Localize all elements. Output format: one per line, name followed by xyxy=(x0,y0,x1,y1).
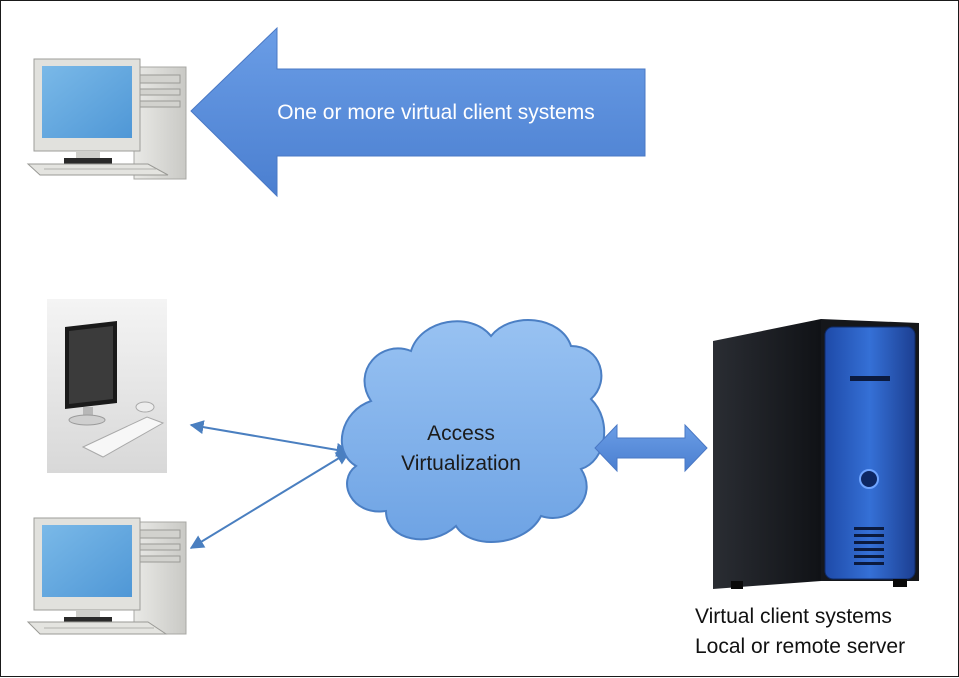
server-caption: Virtual client systems Local or remote s… xyxy=(695,602,957,662)
cloud-label-line1: Access xyxy=(427,422,495,445)
double-block-arrow xyxy=(594,423,708,473)
big-left-arrow xyxy=(190,26,646,198)
tower-server-icon xyxy=(713,319,919,589)
cloud-label-line2: Virtualization xyxy=(401,452,521,475)
access-virtualization-cloud xyxy=(340,319,606,543)
connector-arrow-top xyxy=(189,420,351,457)
server-caption-line2: Local or remote server xyxy=(695,635,906,658)
flat-panel-computer-icon xyxy=(47,299,167,473)
connector-arrow-bottom xyxy=(189,451,351,549)
arrow-label: One or more virtual client systems xyxy=(277,101,595,124)
desktop-computer-icon xyxy=(26,517,187,635)
server-caption-line1: Virtual client systems xyxy=(695,605,892,628)
cloud-label: Access Virtualization xyxy=(361,419,561,479)
desktop-computer-icon xyxy=(26,58,187,180)
